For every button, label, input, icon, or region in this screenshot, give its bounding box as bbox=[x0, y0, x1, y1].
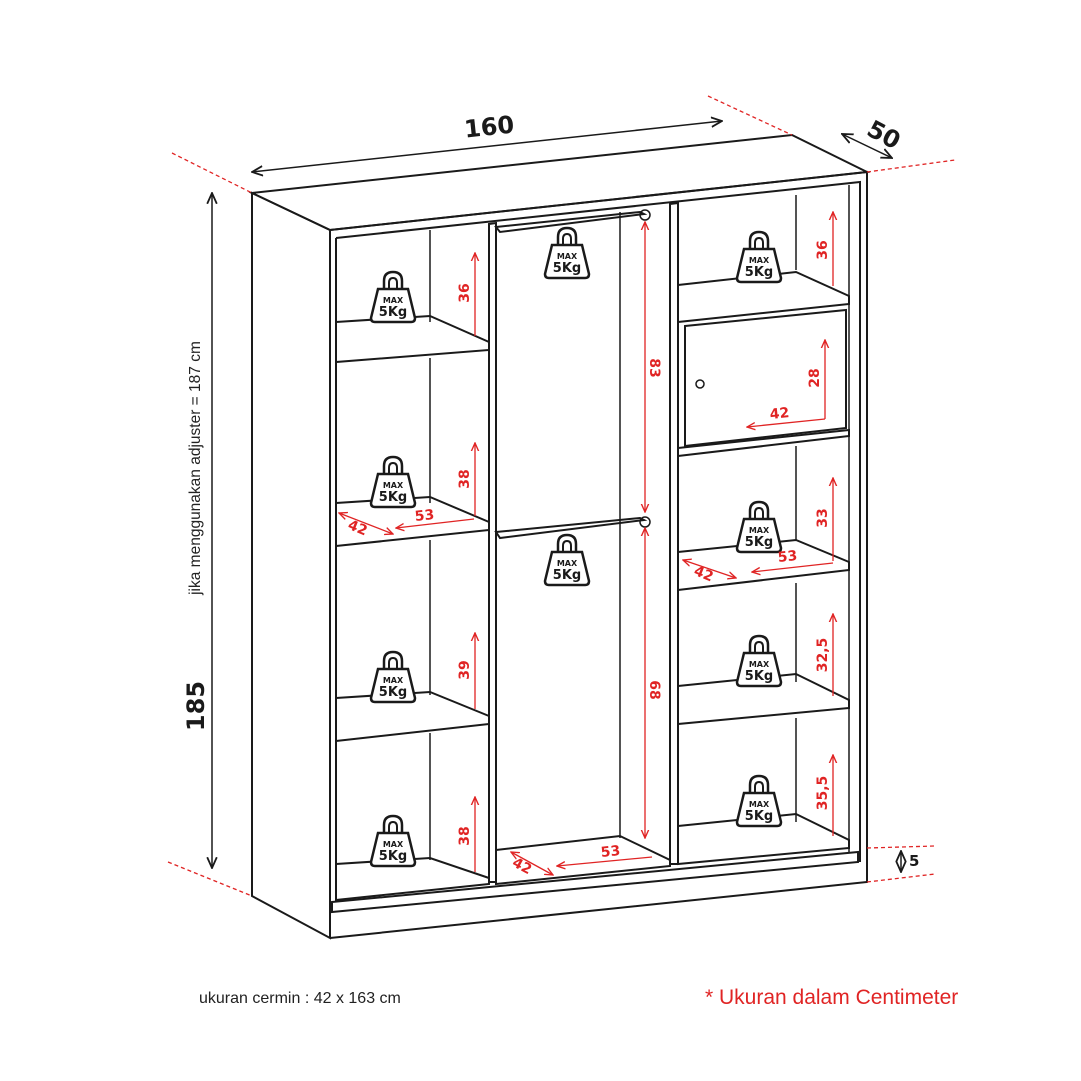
svg-text:MAX: MAX bbox=[749, 660, 770, 669]
svg-text:5Kg: 5Kg bbox=[553, 568, 581, 583]
left-width-label: 53 bbox=[414, 507, 435, 525]
svg-text:MAX: MAX bbox=[383, 481, 404, 490]
hang-depth-label: 42 bbox=[510, 855, 535, 878]
base-height-label: 5 bbox=[909, 852, 919, 870]
svg-text:MAX: MAX bbox=[749, 526, 770, 535]
depth-label: 50 bbox=[862, 115, 905, 155]
right-h2-label: 33 bbox=[815, 508, 831, 527]
svg-text:5Kg: 5Kg bbox=[745, 809, 773, 824]
svg-text:MAX: MAX bbox=[557, 559, 578, 568]
svg-text:MAX: MAX bbox=[383, 676, 404, 685]
door-h-label: 28 bbox=[807, 368, 823, 387]
left-h1-label: 36 bbox=[457, 283, 473, 302]
height-note: jika menggunakan adjuster = 187 cm bbox=[187, 341, 204, 596]
right-width-label: 53 bbox=[777, 548, 798, 566]
svg-text:5Kg: 5Kg bbox=[745, 669, 773, 684]
svg-text:5Kg: 5Kg bbox=[379, 685, 407, 700]
svg-text:MAX: MAX bbox=[557, 252, 578, 261]
svg-text:5Kg: 5Kg bbox=[745, 535, 773, 550]
extension-lines bbox=[167, 95, 956, 897]
svg-text:MAX: MAX bbox=[749, 800, 770, 809]
cabinet-outline bbox=[248, 133, 871, 940]
left-depth-label: 42 bbox=[345, 517, 369, 539]
left-h3-label: 39 bbox=[457, 660, 473, 679]
mirror-size-note: ukuran cermin : 42 x 163 cm bbox=[199, 990, 401, 1007]
svg-text:5Kg: 5Kg bbox=[379, 305, 407, 320]
svg-text:MAX: MAX bbox=[383, 840, 404, 849]
svg-text:MAX: MAX bbox=[383, 296, 404, 305]
door-w-label: 42 bbox=[769, 405, 790, 423]
height-label: 185 bbox=[182, 681, 210, 731]
left-h2-label: 38 bbox=[457, 469, 473, 488]
svg-text:MAX: MAX bbox=[749, 256, 770, 265]
left-h4-label: 38 bbox=[457, 826, 473, 845]
right-h4-label: 35,5 bbox=[815, 776, 831, 811]
svg-text:5Kg: 5Kg bbox=[379, 490, 407, 505]
hang-upper-label: 83 bbox=[646, 358, 662, 377]
svg-text:5Kg: 5Kg bbox=[745, 265, 773, 280]
svg-text:5Kg: 5Kg bbox=[553, 261, 581, 276]
hang-lower-label: 68 bbox=[646, 680, 662, 699]
hang-width-label: 53 bbox=[600, 843, 621, 861]
right-h1-label: 36 bbox=[815, 240, 831, 259]
unit-note: * Ukuran dalam Centimeter bbox=[705, 986, 959, 1009]
right-depth-label: 42 bbox=[691, 563, 715, 585]
svg-text:5Kg: 5Kg bbox=[379, 849, 407, 864]
right-h3-label: 32,5 bbox=[815, 638, 831, 673]
width-label: 160 bbox=[463, 111, 516, 144]
